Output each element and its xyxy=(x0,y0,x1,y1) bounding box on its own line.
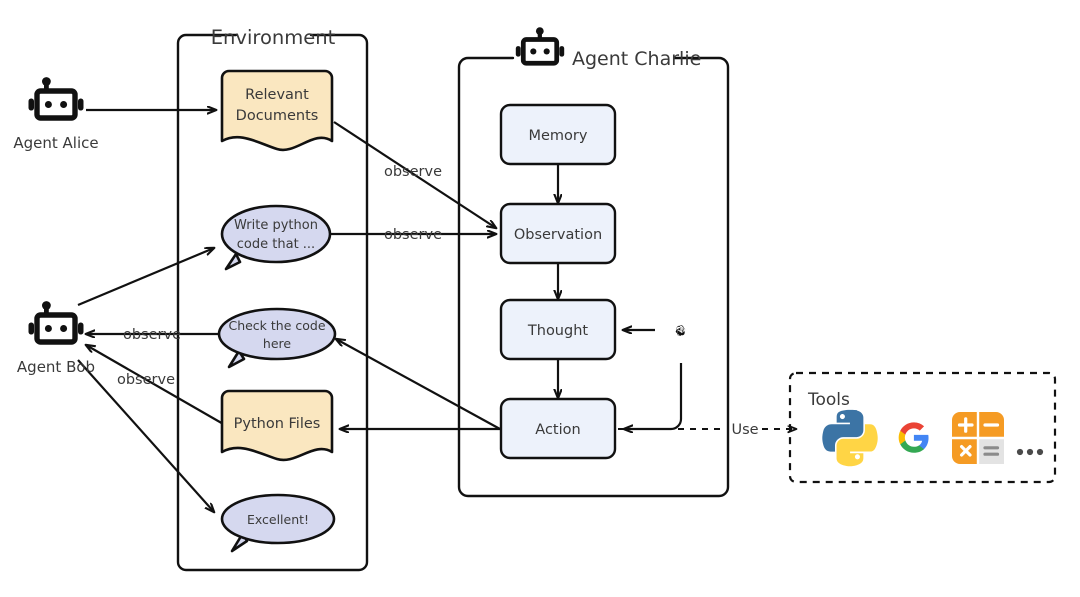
node-thought[interactable]: Thought xyxy=(499,298,617,361)
node-thought-label: Thought xyxy=(527,323,589,339)
edge-label-observe-documents: observe xyxy=(384,164,442,180)
agent-charlie-container xyxy=(457,56,730,498)
node-python-files[interactable]: Python Files xyxy=(220,389,334,462)
node-memory[interactable]: Memory xyxy=(499,103,617,166)
node-check-the-code-here-line-1: Check the code xyxy=(228,318,325,333)
node-write-python-code-line-2: code that ... xyxy=(237,237,315,252)
agent-alice-label: Agent Alice xyxy=(13,134,98,152)
agent-charlie-title: Agent Charlie xyxy=(572,48,701,70)
edge-label-observe-prompt: observe xyxy=(384,227,442,243)
edge-label-observe-check: observe xyxy=(123,327,181,343)
node-relevant-documents[interactable]: Relevant Documents xyxy=(220,69,334,152)
robot-icon-charlie xyxy=(515,27,565,66)
node-memory-label: Memory xyxy=(529,128,588,144)
node-check-the-code-here[interactable]: Check the code here xyxy=(217,307,337,369)
tools-container xyxy=(788,371,1057,484)
edge-label-observe-files: observe xyxy=(117,372,175,388)
ellipsis-icon xyxy=(1016,448,1044,456)
node-observation-label: Observation xyxy=(514,227,602,243)
node-relevant-documents-line-1: Relevant xyxy=(245,87,309,103)
edge-llm-to-action xyxy=(624,363,683,429)
node-excellent-line-1: Excellent! xyxy=(247,512,309,527)
node-python-files-line-1: Python Files xyxy=(234,416,321,432)
node-observation[interactable]: Observation xyxy=(499,202,617,265)
edge-documents-to-observation xyxy=(333,121,496,228)
robot-icon-bob xyxy=(28,301,84,345)
node-action[interactable]: Action xyxy=(499,397,617,460)
node-excellent[interactable]: Excellent! xyxy=(220,493,336,553)
node-write-python-code[interactable]: Write python code that ... xyxy=(220,204,332,271)
edge-label-use: Use xyxy=(731,422,758,438)
node-check-the-code-here-line-2: here xyxy=(263,336,291,351)
edge-action-to-check xyxy=(336,339,501,430)
node-relevant-documents-line-2: Documents xyxy=(236,108,319,124)
google-g-icon[interactable] xyxy=(898,422,929,453)
edge-bob-to-excellent xyxy=(77,359,214,512)
tools-title: Tools xyxy=(807,390,850,410)
node-write-python-code-line-1: Write python xyxy=(234,218,318,233)
edge-files-to-bob xyxy=(86,345,226,426)
robot-icon-alice xyxy=(28,77,84,121)
environment-title: Environment xyxy=(211,26,336,49)
node-action-label: Action xyxy=(535,422,580,438)
calculator-icon[interactable] xyxy=(952,412,1004,464)
python-logo-icon[interactable] xyxy=(822,409,878,467)
environment-container xyxy=(176,33,369,572)
edge-bob-to-prompt xyxy=(77,248,214,307)
agent-bob-label: Agent Bob xyxy=(17,358,95,376)
openai-logo-icon xyxy=(675,325,686,336)
